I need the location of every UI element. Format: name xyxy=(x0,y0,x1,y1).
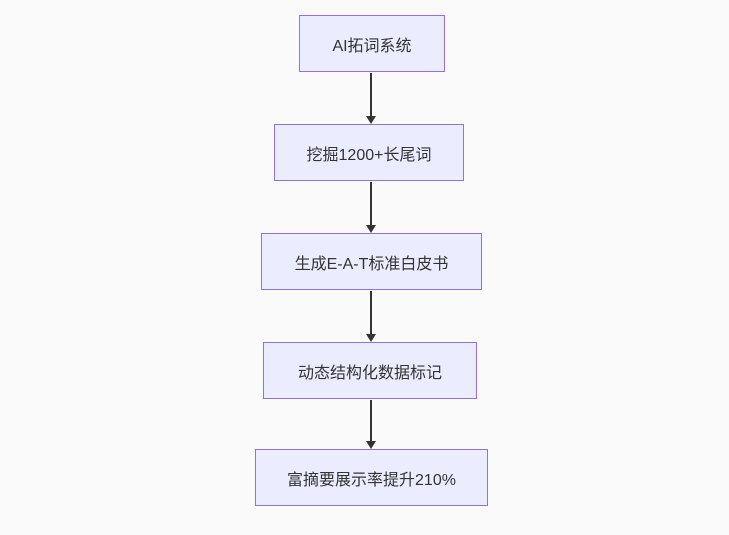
flow-node-label: 动态结构化数据标记 xyxy=(297,364,442,382)
flow-arrow-3 xyxy=(366,291,376,342)
flow-arrow-1 xyxy=(366,73,376,124)
flow-node-rich-snippet-rate-increase: 富摘要展示率提升210% xyxy=(255,449,488,506)
arrow-line xyxy=(370,182,372,225)
flow-node-label: AI拓词系统 xyxy=(332,37,412,55)
flow-node-generate-eat-whitepaper: 生成E-A-T标准白皮书 xyxy=(261,233,482,290)
flow-node-label: 挖掘1200+长尾词 xyxy=(306,146,432,164)
arrow-line xyxy=(370,291,372,334)
flow-arrow-2 xyxy=(366,182,376,233)
flow-node-label: 富摘要展示率提升210% xyxy=(287,471,456,489)
arrow-line xyxy=(370,400,372,441)
flow-node-ai-word-expansion-system: AI拓词系统 xyxy=(299,15,445,72)
flow-arrow-4 xyxy=(366,400,376,449)
arrow-down-icon xyxy=(366,334,376,342)
arrow-down-icon xyxy=(366,225,376,233)
flow-node-mine-longtail-keywords: 挖掘1200+长尾词 xyxy=(274,124,464,181)
arrow-down-icon xyxy=(366,441,376,449)
flow-node-label: 生成E-A-T标准白皮书 xyxy=(294,255,449,273)
arrow-line xyxy=(370,73,372,116)
flow-node-dynamic-structured-data-markup: 动态结构化数据标记 xyxy=(263,342,477,399)
arrow-down-icon xyxy=(366,116,376,124)
